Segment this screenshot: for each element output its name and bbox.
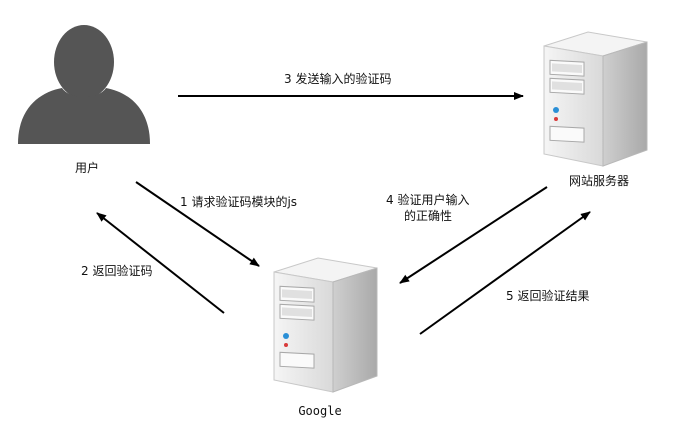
server-icon <box>273 257 378 393</box>
person-icon <box>18 25 150 144</box>
arrow-step-1 <box>135 181 260 267</box>
edge-label-step-4-line2: 的正确性 <box>404 209 453 223</box>
google-server-label: Google <box>298 404 342 418</box>
edge-label-step-3: 3 发送输入的验证码 <box>284 72 392 86</box>
edge-label-step-1: 1 请求验证码模块的js <box>180 195 298 209</box>
user-label: 用户 <box>74 161 100 175</box>
edge-label-step-4-line1: 4 验证用户输入 <box>386 193 470 207</box>
arrow-step-5 <box>419 211 591 335</box>
edge-label-step-2: 2 返回验证码 <box>81 264 153 278</box>
website-server-label: 网站服务器 <box>568 174 630 188</box>
edge-label-step-5: 5 返回验证结果 <box>506 289 590 303</box>
arrow-step-2 <box>96 212 225 314</box>
server-icon <box>543 31 648 167</box>
arrow-step-4 <box>399 186 548 284</box>
